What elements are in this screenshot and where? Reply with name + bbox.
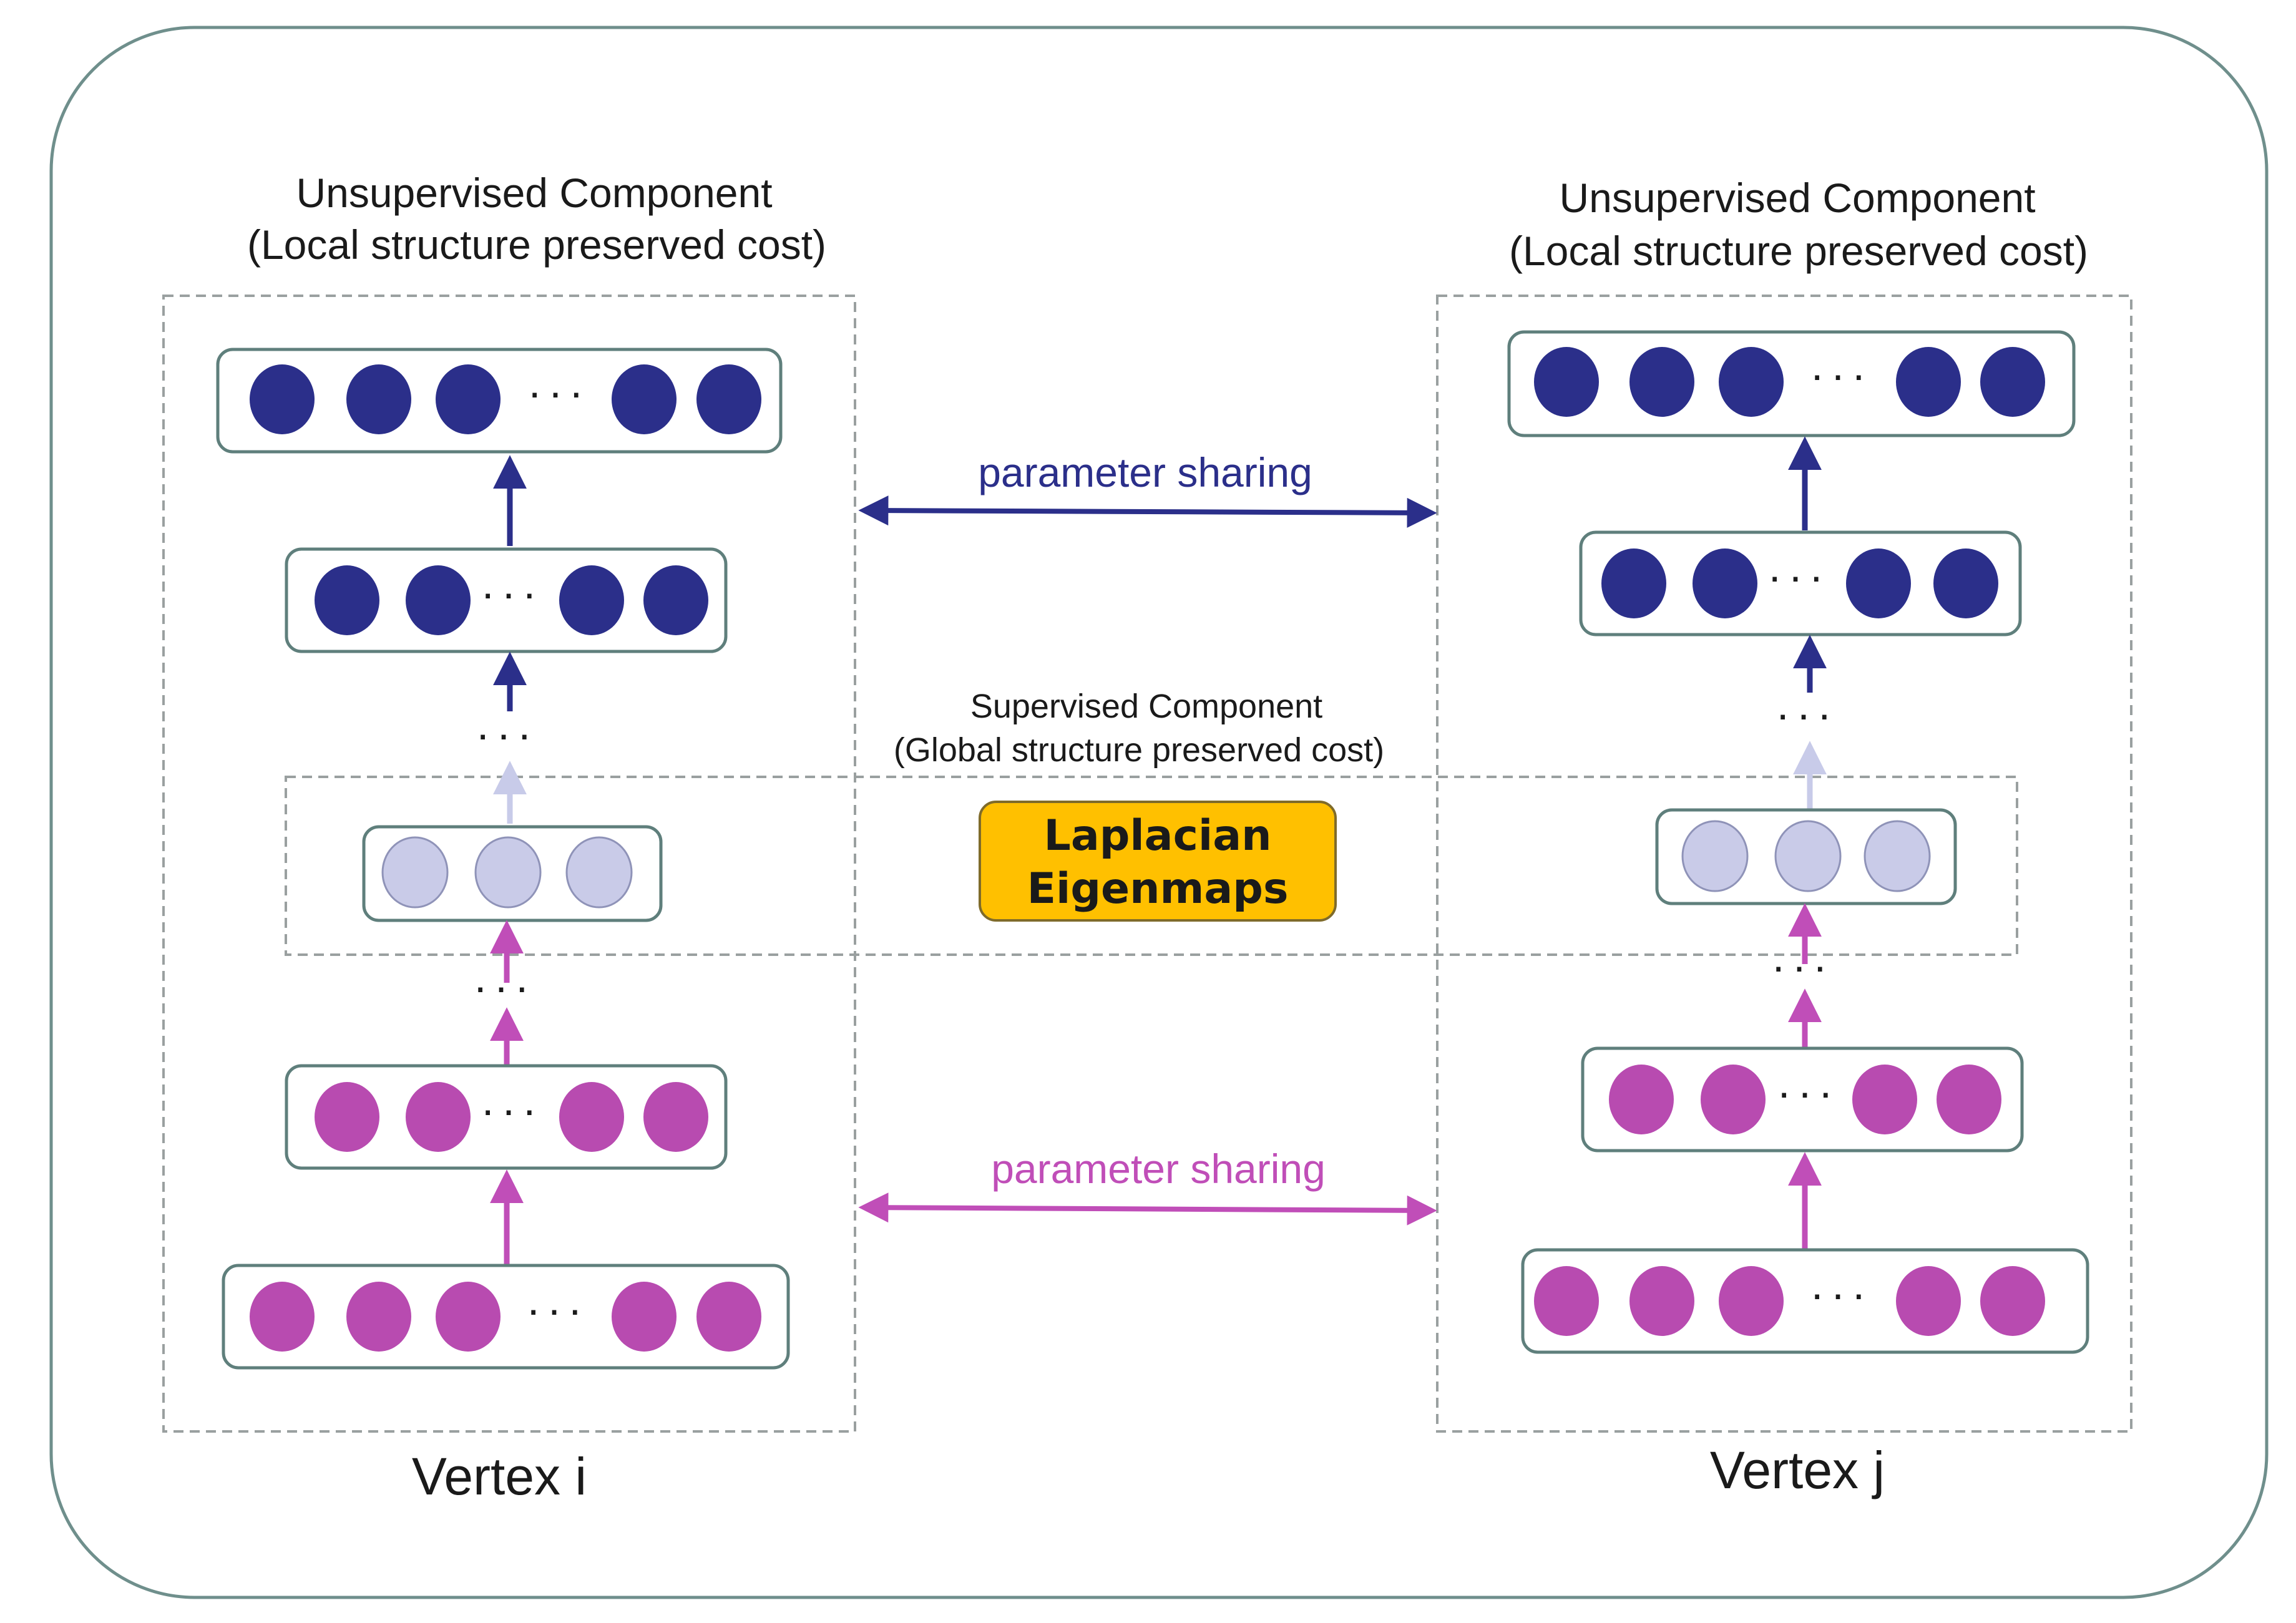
node — [559, 565, 624, 635]
sharing-bottom-label: parameter sharing — [991, 1146, 1326, 1192]
laplacian-box: Laplacian Eigenmaps — [979, 801, 1337, 922]
ellipsis: ··· — [473, 962, 535, 1011]
node — [1719, 1266, 1784, 1336]
sharing-top-arrow — [858, 495, 1437, 528]
node — [381, 836, 449, 909]
node — [1896, 347, 1961, 417]
node — [1601, 548, 1666, 618]
node — [559, 1082, 624, 1152]
node — [612, 364, 677, 434]
vertex-j-label: Vertex j — [1710, 1441, 1885, 1499]
right-layer-2: ··· — [1579, 530, 2022, 636]
ellipsis: ··· — [1776, 690, 1838, 738]
node — [1980, 1266, 2045, 1336]
node — [1534, 347, 1599, 417]
node — [474, 836, 542, 909]
right-title-1: Unsupervised Component — [1559, 175, 2035, 221]
ellipsis: ··· — [1777, 1068, 1839, 1116]
right-layer-input: ··· — [1521, 1248, 2089, 1354]
node — [346, 1282, 411, 1352]
right-title-2: (Local structure preserved cost) — [1509, 228, 2088, 274]
right-layer-input-2: ··· — [1581, 1046, 2024, 1153]
left-layer-embedding — [362, 825, 663, 922]
node — [346, 364, 411, 434]
node — [1937, 1065, 2001, 1134]
node — [1852, 1065, 1917, 1134]
ellipsis: ··· — [481, 568, 543, 617]
supervised-title-1: Supervised Component — [970, 688, 1322, 725]
left-title-1: Unsupervised Component — [296, 170, 772, 216]
laplacian-label-2: Eigenmaps — [1027, 864, 1289, 914]
node — [1629, 347, 1694, 417]
left-title-2: (Local structure preserved cost) — [247, 222, 826, 268]
ellipsis: ··· — [1767, 552, 1830, 600]
supervised-title-2: (Global structure preserved cost) — [894, 731, 1384, 769]
vertex-i-label: Vertex i — [412, 1447, 587, 1506]
sharing-top-label: parameter sharing — [978, 449, 1312, 495]
node — [1846, 548, 1911, 618]
laplacian-label-1: Laplacian — [1043, 811, 1271, 860]
node — [436, 364, 501, 434]
node — [1864, 820, 1931, 892]
node — [1534, 1266, 1599, 1336]
node — [1701, 1065, 1766, 1134]
ellipsis: ··· — [1810, 1269, 1872, 1318]
node — [612, 1282, 677, 1352]
left-layer-input: ··· — [222, 1264, 790, 1370]
node — [250, 364, 315, 434]
node — [696, 1282, 761, 1352]
node — [696, 364, 761, 434]
node — [1933, 548, 1998, 618]
right-layer-top: ··· — [1507, 330, 2076, 437]
node — [565, 836, 633, 909]
node — [250, 1282, 315, 1352]
left-layer-2: ··· — [285, 547, 728, 653]
node — [643, 1082, 708, 1152]
vertex-i-container — [162, 295, 856, 1433]
ellipsis: ··· — [476, 709, 538, 758]
node — [1774, 820, 1842, 892]
node — [1693, 548, 1757, 618]
node — [436, 1282, 501, 1352]
left-layer-top: ··· — [216, 348, 783, 454]
ellipsis: ··· — [1771, 942, 1834, 990]
ellipsis: ··· — [481, 1085, 543, 1134]
ellipsis: ··· — [526, 1285, 589, 1333]
node — [1609, 1065, 1674, 1134]
right-layer-embedding — [1655, 808, 1957, 905]
node — [315, 1082, 379, 1152]
ellipsis: ··· — [527, 368, 590, 416]
supervised-band — [285, 776, 2018, 956]
node — [1681, 820, 1749, 892]
ellipsis: ··· — [1810, 350, 1872, 399]
node — [1896, 1266, 1961, 1336]
node — [1719, 347, 1784, 417]
node — [1980, 347, 2045, 417]
node — [315, 565, 379, 635]
node — [406, 565, 471, 635]
vertex-j-container — [1436, 295, 2132, 1433]
left-layer-input-2: ··· — [285, 1064, 728, 1170]
node — [1629, 1266, 1694, 1336]
node — [643, 565, 708, 635]
sharing-bottom-arrow — [858, 1192, 1437, 1226]
node — [406, 1082, 471, 1152]
